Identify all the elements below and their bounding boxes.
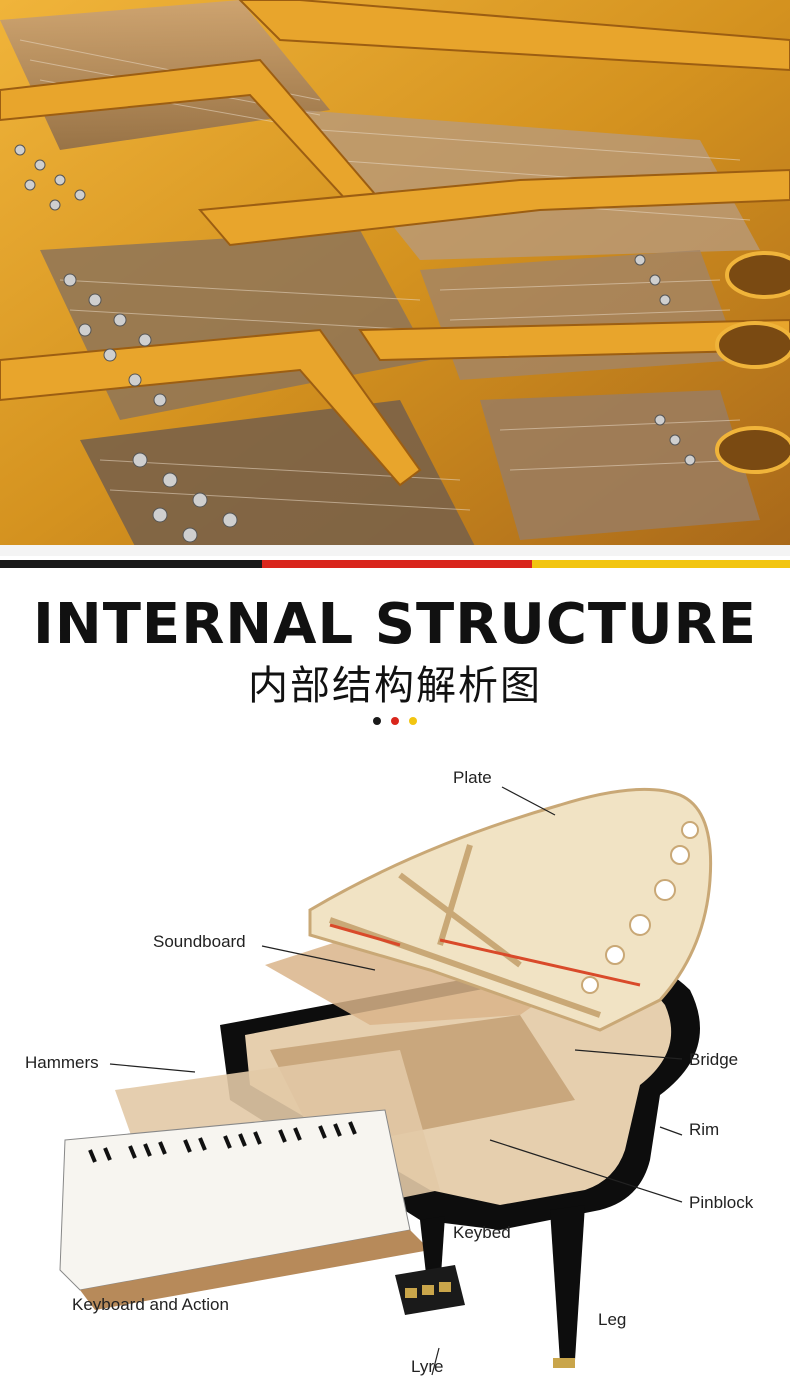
section-title-english: INTERNAL STRUCTURE (33, 592, 757, 657)
label-lyre: Lyre (411, 1357, 444, 1376)
label-keybed: Keybed (453, 1223, 511, 1242)
tricolor-stripe (0, 560, 790, 568)
label-rim: Rim (689, 1120, 720, 1139)
piano-exploded-illustration (59, 786, 713, 1376)
stripe-red (262, 560, 532, 568)
dot-yellow (409, 717, 417, 725)
piano-structure-diagram: Plate Soundboard Hammers Bridge Rim Pinb… (0, 750, 790, 1393)
label-bridge: Bridge (689, 1050, 739, 1069)
dot-black (373, 717, 381, 725)
piano-plate-photo (0, 0, 790, 556)
label-hammers: Hammers (25, 1053, 99, 1072)
label-plate: Plate (453, 768, 492, 787)
label-leg: Leg (598, 1310, 627, 1329)
label-soundboard: Soundboard (153, 932, 246, 951)
section-title-chinese: 内部结构解析图 (248, 663, 542, 709)
label-pinblock: Pinblock (689, 1193, 754, 1212)
decorative-dots (0, 717, 790, 725)
stripe-black (0, 560, 262, 568)
dot-red (391, 717, 399, 725)
label-keyboard-and-action: Keyboard and Action (72, 1295, 229, 1314)
piano-plate-illustration (0, 0, 790, 556)
stripe-yellow (532, 560, 790, 568)
